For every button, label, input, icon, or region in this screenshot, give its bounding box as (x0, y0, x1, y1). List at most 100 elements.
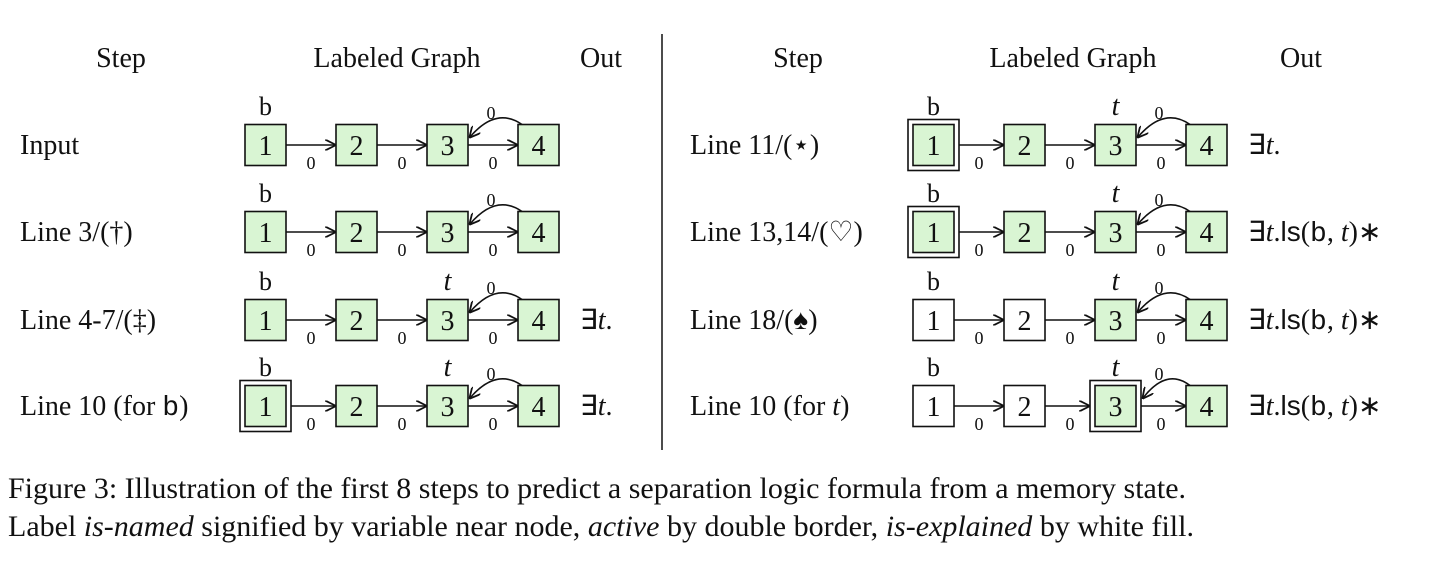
node-label-4: 4 (532, 218, 546, 249)
node-label-3: 3 (441, 131, 455, 162)
out-token: , (1327, 305, 1341, 336)
out-token: t (1266, 130, 1275, 161)
node-label-3: 3 (1109, 131, 1123, 162)
node-label-1: 1 (259, 218, 273, 249)
out-token: . (1273, 305, 1280, 336)
step-label-text: Line 4-7/(‡) (20, 305, 156, 336)
variable-label-t: t (444, 352, 453, 383)
node-3 (426, 384, 469, 428)
node-3 (1094, 384, 1137, 428)
out-token: )∗ (1349, 391, 1382, 422)
header-out-right: Out (1280, 43, 1322, 74)
out-token: t (1341, 391, 1350, 422)
step-label: Line 10 (for t) (690, 391, 849, 422)
out-token: t (598, 391, 607, 422)
out-token: . (605, 391, 612, 422)
node-4 (517, 298, 560, 342)
out-token: )∗ (1349, 305, 1382, 336)
variable-label-t: t (1112, 91, 1121, 122)
back-edge-label: 0 (1155, 364, 1164, 384)
out-token: . (1273, 130, 1280, 161)
out-token: )∗ (1349, 217, 1382, 248)
step-label-text: Line 13,14/(♡) (690, 217, 863, 248)
out-formula: ∃t. (580, 305, 612, 336)
variable-label-b: b (927, 179, 940, 208)
out-token: ∃ (1248, 130, 1266, 161)
edge-label: 0 (1157, 240, 1166, 260)
step-label: Line 3/(†) (20, 217, 133, 248)
step-label: Line 13,14/(♡) (690, 217, 863, 248)
step-label-text: Line 3/(†) (20, 217, 133, 248)
variable-label-b: b (927, 92, 940, 121)
out-formula: ∃t. (580, 391, 612, 422)
edge-label: 0 (975, 153, 984, 173)
node-label-4: 4 (1200, 306, 1214, 337)
node-2 (1003, 210, 1046, 254)
node-label-4: 4 (1200, 131, 1214, 162)
node-label-4: 4 (1200, 392, 1214, 423)
node-label-2: 2 (350, 131, 364, 162)
out-token: ∃ (1248, 305, 1266, 336)
step-label: Line 11/(⋆) (690, 130, 819, 161)
node-label-1: 1 (927, 131, 941, 162)
edge-4-3 (470, 378, 523, 398)
caption-text-4: by double border, (659, 510, 886, 543)
out-token: ( (1301, 305, 1310, 336)
variable-label-b: b (259, 353, 272, 382)
out-token: ∃ (580, 391, 598, 422)
variable-label-b: b (927, 353, 940, 382)
node-label-3: 3 (441, 218, 455, 249)
edge-label: 0 (307, 240, 316, 260)
back-edge-label: 0 (487, 103, 496, 123)
node-label-3: 3 (1109, 306, 1123, 337)
out-token: t (1266, 391, 1275, 422)
out-token: . (605, 305, 612, 336)
out-token: ( (1301, 217, 1310, 248)
figure-caption: Figure 3: Illustration of the first 8 st… (8, 470, 1428, 546)
edge-label: 0 (307, 153, 316, 173)
step-label-tail: ) (840, 391, 849, 422)
node-label-4: 4 (532, 131, 546, 162)
out-token: , (1327, 217, 1341, 248)
variable-label-t: t (444, 266, 453, 297)
edge-4-3 (1143, 378, 1191, 398)
node-label-2: 2 (350, 392, 364, 423)
edge-label: 0 (489, 328, 498, 348)
step-label: Input (20, 130, 79, 161)
node-label-3: 3 (441, 306, 455, 337)
node-1 (912, 210, 955, 254)
edge-4-3 (1138, 204, 1191, 224)
out-token: t (598, 305, 607, 336)
node-1 (244, 384, 287, 428)
out-token: t (1266, 217, 1275, 248)
edge-label: 0 (398, 414, 407, 434)
out-token: t (1341, 217, 1350, 248)
back-edge-label: 0 (487, 278, 496, 298)
out-token: , (1327, 391, 1341, 422)
edge-label: 0 (307, 414, 316, 434)
node-1 (912, 298, 955, 342)
node-2 (1003, 298, 1046, 342)
node-label-1: 1 (927, 392, 941, 423)
header-out-left: Out (580, 43, 622, 74)
edge-label: 0 (1066, 240, 1075, 260)
back-edge-label: 0 (1155, 190, 1164, 210)
edge-label: 0 (489, 240, 498, 260)
out-token: t (1266, 305, 1275, 336)
node-1 (244, 298, 287, 342)
node-label-2: 2 (350, 218, 364, 249)
node-3 (1094, 123, 1137, 167)
node-label-3: 3 (1109, 392, 1123, 423)
node-1 (912, 123, 955, 167)
caption-term-1: is-named (83, 510, 194, 543)
edge-label: 0 (975, 240, 984, 260)
caption-line-1: Figure 3: Illustration of the first 8 st… (8, 472, 1187, 505)
out-token: ls (1280, 304, 1300, 335)
node-label-3: 3 (441, 392, 455, 423)
node-1 (912, 384, 955, 428)
out-token: t (1341, 305, 1350, 336)
